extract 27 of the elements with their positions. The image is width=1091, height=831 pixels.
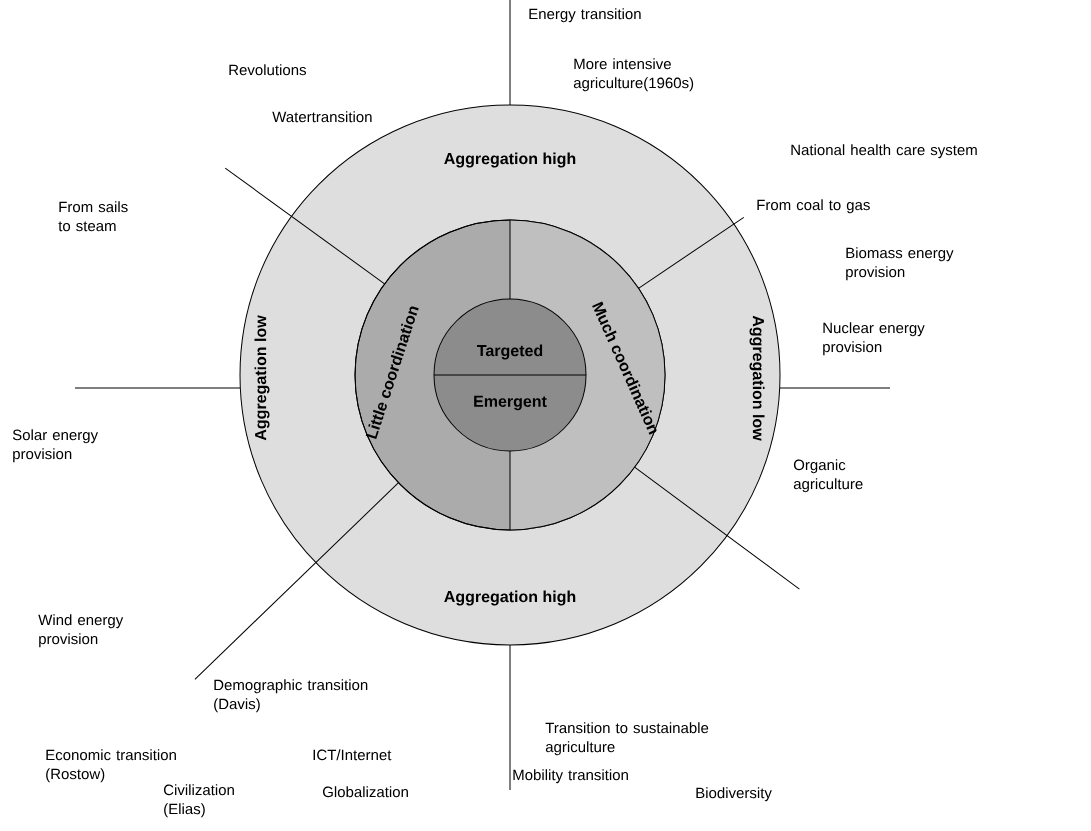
label: Civilization (Elias) — [163, 784, 234, 818]
label: Revolutions — [229, 64, 306, 76]
label: Mobility transition — [513, 769, 628, 784]
circle-label: Emergent — [474, 395, 547, 411]
ring-label: Aggregation low — [749, 315, 765, 441]
label: Nuclear energy provision — [823, 322, 925, 356]
label: Transition to sustainable agriculture — [545, 722, 709, 756]
ring-label: Aggregation high — [444, 152, 576, 168]
label: More intensive agriculture(1960s) — [573, 58, 694, 92]
label: ICT/Internet — [313, 749, 392, 761]
label: Organic agriculture — [793, 459, 863, 493]
label: From coal to gas — [757, 199, 870, 214]
label: Energy transition — [529, 8, 641, 23]
label: Economic transition (Rostow) — [46, 749, 176, 783]
label: Watertransition — [272, 111, 372, 123]
ring-label: Aggregation high — [444, 590, 576, 606]
label: Globalization — [322, 786, 408, 798]
label: National health care system — [791, 144, 977, 159]
label: Demographic transition (Davis) — [214, 679, 368, 713]
label: Biomass energy provision — [846, 247, 954, 281]
circle-label: Targeted — [477, 344, 543, 360]
inner-circle — [433, 298, 587, 452]
label: From sails to steam — [58, 201, 128, 232]
label: Biodiversity — [696, 787, 772, 802]
label: Wind energy provision — [38, 614, 124, 648]
ring-label: Aggregation low — [254, 315, 270, 441]
label: Solar energy provision — [12, 429, 99, 463]
